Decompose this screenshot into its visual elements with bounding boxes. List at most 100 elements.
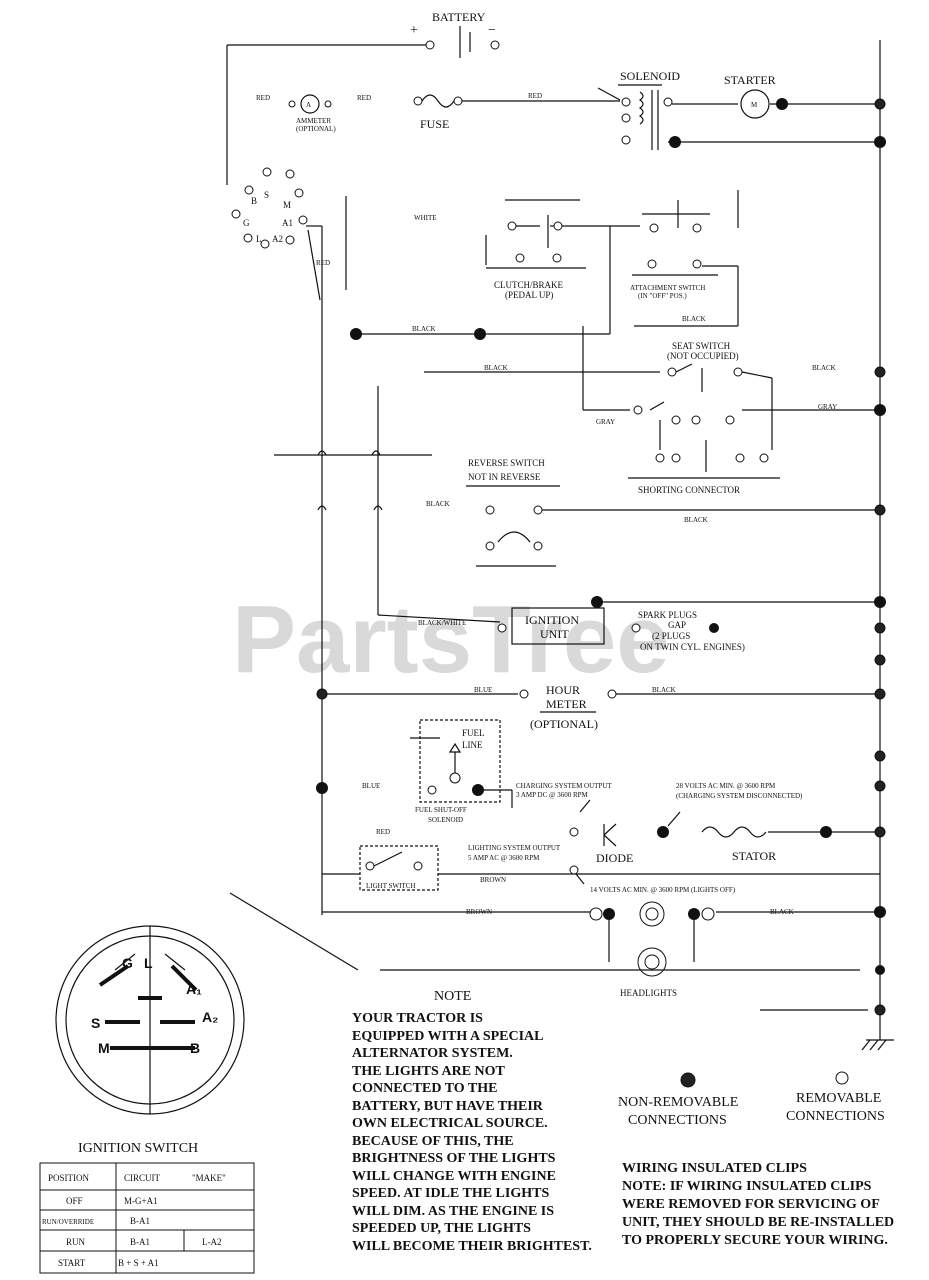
fuel-line-label-2: LINE bbox=[462, 740, 483, 750]
fuel-solenoid-label: FUEL SHUT-OFF bbox=[415, 806, 467, 814]
wire-label-white: WHITE bbox=[414, 214, 437, 222]
table-header-position: POSITION bbox=[48, 1173, 90, 1183]
note-title: NOTE bbox=[434, 989, 471, 1004]
clips-line: TO PROPERLY SECURE YOUR WIRING. bbox=[622, 1233, 888, 1248]
wire-label-black: BLACK bbox=[652, 686, 676, 694]
hour-meter: BLUE HOUR METER (OPTIONAL) BLACK bbox=[316, 654, 886, 731]
note-line: ALTERNATOR SYSTEM. bbox=[352, 1046, 513, 1061]
wire-label-red: RED bbox=[376, 828, 390, 836]
clutch-brake-switch: WHITE CLUTCH/BRAKE (PEDAL UP) bbox=[414, 199, 640, 300]
leader-line bbox=[229, 892, 359, 971]
switch-terminal-m: M bbox=[98, 1040, 110, 1056]
headlights-label: HEADLIGHTS bbox=[620, 988, 677, 998]
two-plugs-label: (2 PLUGS bbox=[652, 631, 690, 641]
volts-14-label: 14 VOLTS AC MIN. @ 3600 RPM (LIGHTS OFF) bbox=[590, 886, 736, 894]
terminal-s: S bbox=[264, 190, 269, 200]
removable-connection-icon bbox=[835, 1071, 849, 1085]
seat-switch-label: SEAT SWITCH bbox=[672, 341, 731, 351]
volts-28-label: 28 VOLTS AC MIN. @ 3600 RPM bbox=[676, 782, 776, 790]
attachment-switch-label: ATTACHMENT SWITCH bbox=[630, 284, 705, 292]
terminal-m: M bbox=[283, 200, 291, 210]
ignition-switch-diagram: G L A₁ A₂ S M B IGNITION SWITCH bbox=[55, 925, 245, 1156]
note-line: SPEED. AT IDLE THE LIGHTS bbox=[352, 1186, 549, 1201]
battery-label: BATTERY bbox=[432, 10, 486, 24]
table-cell: M-G+A1 bbox=[124, 1196, 158, 1206]
note-line: THE LIGHTS ARE NOT bbox=[352, 1064, 506, 1079]
non-removable-label: NON-REMOVABLE bbox=[618, 1095, 738, 1110]
starter-label: STARTER bbox=[724, 73, 776, 87]
wire-label-gray: GRAY bbox=[818, 403, 837, 411]
starter: STARTER M bbox=[672, 73, 886, 119]
attachment-switch: ATTACHMENT SWITCH (IN "OFF" POS.) BLACK bbox=[609, 190, 739, 334]
table-cell: RUN/OVERRIDE bbox=[42, 1218, 94, 1226]
note-line: YOUR TRACTOR IS bbox=[352, 1011, 483, 1026]
wire-label-red: RED bbox=[316, 259, 330, 267]
svg-text:M: M bbox=[751, 101, 758, 109]
hour-meter-optional: (OPTIONAL) bbox=[530, 717, 598, 731]
clips-line: NOTE: IF WIRING INSULATED CLIPS bbox=[622, 1179, 872, 1194]
ammeter-label: AMMETER bbox=[296, 117, 331, 125]
lighting-system: LIGHTING SYSTEM OUTPUT 5 AMP AC @ 3600 R… bbox=[322, 828, 886, 1016]
note-line: BRIGHTNESS OF THE LIGHTS bbox=[352, 1151, 556, 1166]
note-line: WILL CHANGE WITH ENGINE bbox=[352, 1169, 556, 1184]
charging-amp-label: 3 AMP DC @ 3600 RPM bbox=[516, 791, 589, 799]
fuel-solenoid-label-2: SOLENOID bbox=[428, 816, 463, 824]
ammeter-optional: (OPTIONAL) bbox=[296, 125, 336, 133]
ignition-unit-label: IGNITION bbox=[525, 613, 579, 627]
charging-output-label: CHARGING SYSTEM OUTPUT bbox=[516, 782, 612, 790]
note-line: BATTERY, BUT HAVE THEIR bbox=[352, 1099, 544, 1114]
note-block: NOTE YOUR TRACTOR IS EQUIPPED WITH A SPE… bbox=[352, 989, 592, 1254]
table-header-circuit: CIRCUIT bbox=[124, 1173, 161, 1183]
diode-label: DIODE bbox=[596, 851, 633, 865]
wire-label-black: BLACK bbox=[684, 516, 708, 524]
removable-label: REMOVABLE bbox=[796, 1091, 881, 1106]
pedal-up-label: (PEDAL UP) bbox=[505, 290, 553, 300]
wire-label-black: BLACK bbox=[426, 500, 450, 508]
removable-label-2: CONNECTIONS bbox=[786, 1109, 885, 1124]
wire-label-black: BLACK bbox=[412, 325, 436, 333]
wire-label-black: BLACK bbox=[682, 315, 706, 323]
reverse-switch: REVERSE SWITCH NOT IN REVERSE BLACK BLAC… bbox=[426, 458, 886, 567]
clips-line: WIRING INSULATED CLIPS bbox=[622, 1161, 807, 1176]
note-line: BECAUSE OF THIS, THE bbox=[352, 1134, 514, 1149]
wire-label-blue: BLUE bbox=[474, 686, 492, 694]
battery-minus-label: − bbox=[488, 23, 496, 38]
wire-label-red: RED bbox=[357, 94, 371, 102]
switch-terminal-l: L bbox=[144, 955, 153, 971]
attachment-off-label: (IN "OFF" POS.) bbox=[638, 292, 687, 300]
solenoid: SOLENOID bbox=[597, 69, 886, 150]
fuel-line-label: FUEL bbox=[462, 728, 485, 738]
connection-legend: NON-REMOVABLE CONNECTIONS REMOVABLE CONN… bbox=[618, 1071, 885, 1128]
wire-label-red: RED bbox=[256, 94, 270, 102]
switch-terminal-a2: A₂ bbox=[202, 1009, 218, 1025]
lighting-amp-label: 5 AMP AC @ 3600 RPM bbox=[468, 854, 540, 862]
terminal-a1: A1 bbox=[282, 218, 293, 228]
switch-terminal-a1: A₁ bbox=[186, 981, 202, 997]
table-cell: RUN bbox=[66, 1237, 86, 1247]
clutch-brake-label: CLUTCH/BRAKE bbox=[494, 280, 564, 290]
hour-meter-label: HOUR bbox=[546, 683, 580, 697]
table-cell: B-A1 bbox=[130, 1216, 150, 1226]
twin-cyl-label: ON TWIN CYL. ENGINES) bbox=[640, 642, 745, 652]
ammeter: RED A AMMETER (OPTIONAL) RED bbox=[256, 94, 371, 133]
table-cell: OFF bbox=[66, 1196, 83, 1206]
clips-note: WIRING INSULATED CLIPS NOTE: IF WIRING I… bbox=[622, 1161, 894, 1248]
note-line: OWN ELECTRICAL SOURCE. bbox=[352, 1116, 548, 1131]
crossing-wires bbox=[274, 386, 501, 623]
charging-system: CHARGING SYSTEM OUTPUT 3 AMP DC @ 3600 R… bbox=[516, 750, 886, 865]
wire-label-blue: BLUE bbox=[362, 782, 380, 790]
hour-meter-label-2: METER bbox=[546, 697, 587, 711]
wire-label-brown: BROWN bbox=[480, 876, 506, 884]
solenoid-label: SOLENOID bbox=[620, 69, 680, 83]
wire-label-black: BLACK bbox=[812, 364, 836, 372]
shorting-connector-label: SHORTING CONNECTOR bbox=[638, 485, 740, 495]
terminal-g: G bbox=[243, 218, 250, 228]
table-header-make: "MAKE" bbox=[192, 1173, 226, 1183]
lighting-output-label: LIGHTING SYSTEM OUTPUT bbox=[468, 844, 561, 852]
ignition-unit: BLACK/WHITE IGNITION UNIT SPARK PLUGS GA… bbox=[418, 596, 886, 652]
spark-plugs-label: SPARK PLUGS bbox=[638, 610, 697, 620]
seat-switch: SEAT SWITCH (NOT OCCUPIED) BLACK GRAY SH… bbox=[424, 341, 886, 495]
volts-28b-label: (CHARGING SYSTEM DISCONNECTED) bbox=[676, 792, 803, 800]
